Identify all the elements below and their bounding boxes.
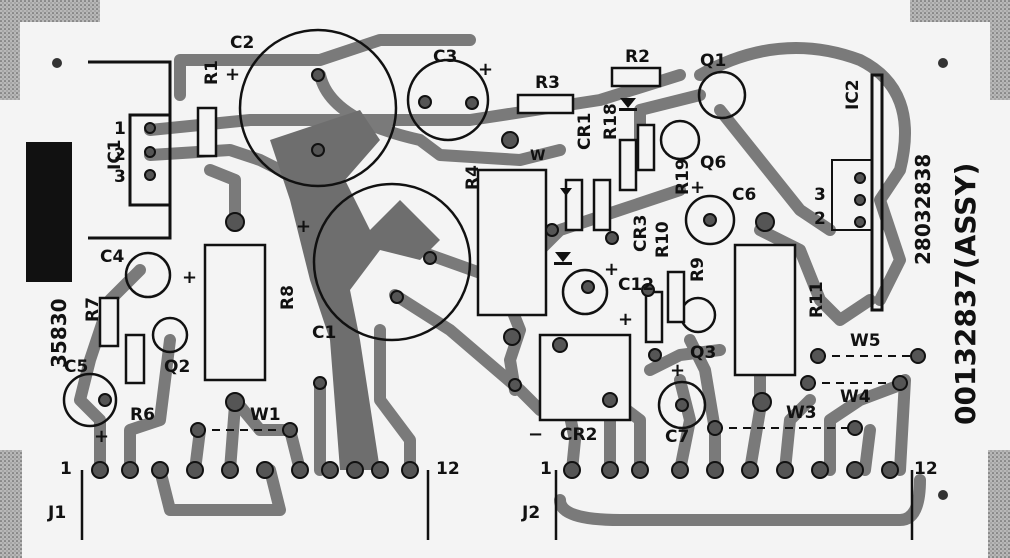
- resistor-outlines: [98, 66, 797, 422]
- label-c1: C1: [312, 323, 336, 343]
- label-c12: C12: [618, 275, 654, 295]
- plus-mark: +: [225, 64, 240, 85]
- label-c4: C4: [100, 247, 124, 267]
- label-r8: R8: [278, 285, 298, 310]
- label-q6: Q6: [700, 153, 726, 173]
- polarity-marks: + + + + + + + + + −: [94, 59, 705, 447]
- component-labels: C2 R1 C3 R2 R3 Q1 Q6 C6 C4 C5 C1 C7 C12 …: [47, 33, 881, 523]
- assy-number-label: 00132837(ASSY): [949, 163, 982, 425]
- label-cr2: CR2: [560, 425, 597, 445]
- ic2-pin3-label: 3: [814, 185, 826, 205]
- connector-outlines: [80, 470, 914, 540]
- plus-mark: +: [296, 216, 311, 237]
- j1-pin-last-label: 12: [436, 459, 460, 479]
- plus-mark: +: [478, 59, 493, 80]
- jumper-wires: [198, 355, 918, 431]
- plus-mark: +: [94, 426, 109, 447]
- label-j1: J1: [47, 503, 66, 523]
- j2-pin-last-label: 12: [914, 459, 938, 479]
- plus-mark: +: [670, 360, 685, 381]
- label-c2: C2: [230, 33, 254, 53]
- j2-pin-first-label: 1: [540, 459, 552, 479]
- ic1-heatsink-outline: [88, 60, 172, 240]
- label-r6: R6: [130, 405, 155, 425]
- label-w3: W3: [786, 403, 817, 423]
- diode-symbols: [554, 98, 637, 265]
- label-cr3: CR3: [631, 215, 651, 252]
- label-r9: R9: [688, 257, 708, 282]
- plus-mark: +: [618, 309, 633, 330]
- stray-number-label: 35830: [47, 298, 71, 368]
- mounting-holes: [52, 58, 948, 500]
- label-w5: W5: [850, 331, 881, 351]
- label-q3: Q3: [690, 343, 716, 363]
- plus-mark: +: [182, 267, 197, 288]
- label-r19: R19: [673, 158, 693, 195]
- label-w4: W4: [840, 387, 871, 407]
- ground-pour: [270, 110, 440, 470]
- label-j2: J2: [521, 503, 540, 523]
- label-c3: C3: [433, 47, 457, 67]
- label-r11: R11: [807, 281, 827, 318]
- label-q1: Q1: [700, 51, 726, 71]
- ic2-body-outline: [831, 159, 873, 231]
- plus-mark: +: [690, 177, 705, 198]
- label-cr1: CR1: [575, 113, 595, 150]
- label-r3: R3: [535, 73, 560, 93]
- label-r1: R1: [202, 60, 222, 85]
- label-r4: R4: [463, 165, 483, 190]
- label-r18: R18: [601, 103, 621, 140]
- label-c5: C5: [64, 357, 88, 377]
- capacitor-outlines: [62, 28, 747, 430]
- ic1-pin1-label: 1: [114, 119, 126, 139]
- label-c7: C7: [665, 427, 689, 447]
- label-w: W: [530, 148, 545, 164]
- ic1-pin3-label: 3: [114, 167, 126, 187]
- ic2-heatsink-bar: [870, 73, 884, 312]
- label-ic2: IC2: [843, 79, 863, 110]
- part-number-label: 28032838: [911, 154, 935, 265]
- edge-black-block: [26, 142, 72, 282]
- label-r10: R10: [653, 221, 673, 258]
- pin-number-labels: 1 2 3 3 2 1 12 1 12: [60, 119, 938, 479]
- ic1-pin2-label: 2: [114, 145, 126, 165]
- j2-pin-pads: [563, 461, 899, 479]
- minus-mark: −: [528, 424, 543, 445]
- j1-pin-pads: [91, 461, 419, 479]
- solder-pads: [98, 68, 926, 438]
- plus-mark: +: [604, 259, 619, 280]
- label-ic1: IC1: [105, 139, 125, 170]
- label-r7: R7: [83, 297, 103, 322]
- label-r2: R2: [625, 47, 650, 67]
- ic2-pin2-label: 2: [814, 209, 826, 229]
- j1-pin-first-label: 1: [60, 459, 72, 479]
- label-q2: Q2: [164, 357, 190, 377]
- label-w1: W1: [250, 405, 281, 425]
- label-c6: C6: [732, 185, 756, 205]
